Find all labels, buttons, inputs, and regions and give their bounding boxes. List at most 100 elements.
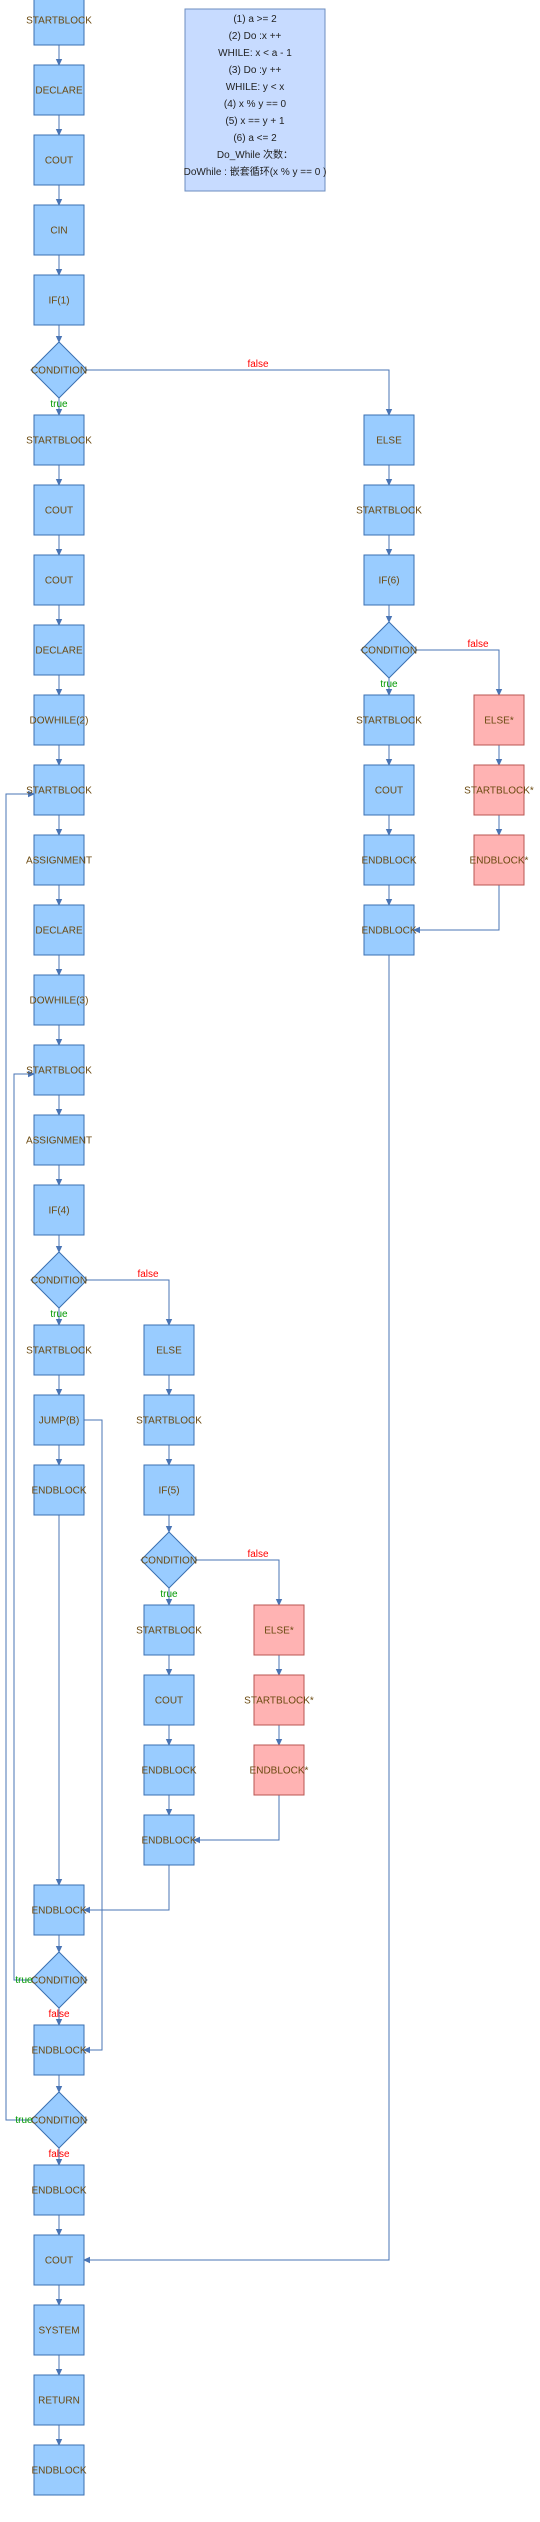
false-label-c3: false: [247, 1549, 269, 1560]
condition-node-c2: CONDITION: [30, 1251, 88, 1309]
flow-node-q1: ELSE*: [473, 694, 525, 746]
node-box: [253, 1674, 305, 1726]
edge-loop-c5: [5, 790, 35, 2121]
note-line: DoWhile : 嵌套循环(x % y == 0 ): [184, 165, 327, 178]
node-box: [33, 1324, 85, 1376]
note-line: (5) x == y + 1: [225, 116, 285, 127]
flow-node-m3: IF(5): [143, 1464, 195, 1516]
flow-node-p1: ELSE*: [253, 1604, 305, 1656]
node-label: ENDBLOCK*: [470, 856, 529, 867]
note-line: (3) Do :y ++: [229, 65, 282, 76]
condition-node-c5: CONDITION: [30, 2091, 88, 2149]
node-box: [33, 2234, 85, 2286]
node-label: DOWHILE(3): [30, 996, 89, 1007]
true-label-c1: true: [50, 399, 68, 410]
node-label: COUT: [375, 786, 403, 797]
node-box: [253, 1744, 305, 1796]
node-box: [143, 1814, 195, 1866]
node-label: SYSTEM: [38, 2326, 79, 2337]
node-box: [33, 974, 85, 1026]
flow-node-r4: STARTBLOCK: [356, 694, 422, 746]
note-line: (1) a >= 2: [233, 14, 277, 25]
node-label: CONDITION: [31, 1976, 87, 1987]
condition-diamond: [360, 621, 418, 679]
node-box: [33, 834, 85, 886]
edge-loop-c4: [13, 1070, 35, 1981]
node-label: ASSIGNMENT: [26, 856, 92, 867]
flow-node-n1: STARTBLOCK: [26, 0, 92, 46]
node-label: CONDITION: [31, 1276, 87, 1287]
node-label: ENDBLOCK*: [250, 1766, 309, 1777]
edge-merge-p3: [193, 1795, 280, 1844]
node-label: IF(1): [48, 296, 69, 307]
edge-false-c1: [87, 369, 393, 416]
node-box: [33, 694, 85, 746]
flow-node-m1: ELSE: [143, 1324, 195, 1376]
flow-node-n10: DOWHILE(2): [30, 694, 89, 746]
true-label-c5: true: [15, 2115, 33, 2126]
condition-diamond: [30, 1951, 88, 2009]
node-label: ELSE: [156, 1346, 182, 1357]
node-box: [33, 204, 85, 256]
node-label: ENDBLOCK: [141, 1836, 196, 1847]
flow-node-n16: ASSIGNMENT: [26, 1114, 92, 1166]
edge-merge-q3: [413, 885, 500, 934]
node-box: [33, 1884, 85, 1936]
node-label: JUMP(B): [39, 1416, 80, 1427]
node-label: DECLARE: [35, 926, 83, 937]
flow-node-n5: IF(1): [33, 274, 85, 326]
node-box: [473, 834, 525, 886]
node-label: STARTBLOCK: [136, 1416, 202, 1427]
node-label: DOWHILE(2): [30, 716, 89, 727]
node-label: ASSIGNMENT: [26, 1136, 92, 1147]
edge-labels-layer: truefalsetruefalsetruefalsetruefalsetrue…: [15, 359, 489, 2160]
condition-node-c3: CONDITION: [140, 1531, 198, 1589]
node-box: [33, 414, 85, 466]
node-box: [33, 2444, 85, 2496]
node-label: ENDBLOCK: [141, 1766, 196, 1777]
flow-node-n6: STARTBLOCK: [26, 414, 92, 466]
node-box: [253, 1604, 305, 1656]
node-box: [33, 134, 85, 186]
flow-node-n27: ENDBLOCK: [31, 2444, 87, 2496]
note-line: Do_While 次数：: [217, 148, 293, 161]
node-box: [33, 484, 85, 536]
node-box: [363, 414, 415, 466]
node-label: STARTBLOCK: [356, 716, 422, 727]
node-label: STARTBLOCK: [26, 16, 92, 27]
flow-node-m4: STARTBLOCK: [136, 1604, 202, 1656]
node-label: ENDBLOCK: [361, 926, 416, 937]
note-line: (4) x % y == 0: [224, 99, 287, 110]
note-box: (1) a >= 2(2) Do :x ++WHILE: x < a - 1(3…: [184, 8, 327, 192]
note-line: (2) Do :x ++: [229, 31, 282, 42]
node-label: ENDBLOCK: [361, 856, 416, 867]
note-background: [184, 8, 326, 192]
true-label-c2: true: [50, 1309, 68, 1320]
flow-node-n12: ASSIGNMENT: [26, 834, 92, 886]
flow-node-n8: COUT: [33, 554, 85, 606]
flow-node-n15: STARTBLOCK: [26, 1044, 92, 1096]
condition-node-c6: CONDITION: [360, 621, 418, 679]
flow-node-n22: ENDBLOCK: [31, 2024, 87, 2076]
flow-node-n26: RETURN: [33, 2374, 85, 2426]
flow-node-m2: STARTBLOCK: [136, 1394, 202, 1446]
node-label: COUT: [45, 576, 73, 587]
node-label: STARTBLOCK: [356, 506, 422, 517]
flow-node-q3: ENDBLOCK*: [470, 834, 529, 886]
flow-node-r7: ENDBLOCK: [361, 904, 417, 956]
node-label: STARTBLOCK: [136, 1626, 202, 1637]
note-lines: (1) a >= 2(2) Do :x ++WHILE: x < a - 1(3…: [184, 14, 327, 178]
node-box: [363, 834, 415, 886]
false-label-c6: false: [467, 639, 489, 650]
node-label: ENDBLOCK: [31, 1486, 86, 1497]
flow-node-n17: IF(4): [33, 1184, 85, 1236]
node-box: [363, 904, 415, 956]
node-box: [473, 764, 525, 816]
node-label: STARTBLOCK: [26, 436, 92, 447]
node-box: [143, 1604, 195, 1656]
node-label: STARTBLOCK*: [464, 786, 534, 797]
node-box: [33, 64, 85, 116]
edge-jump-b: [83, 1419, 103, 2054]
condition-diamond: [140, 1531, 198, 1589]
